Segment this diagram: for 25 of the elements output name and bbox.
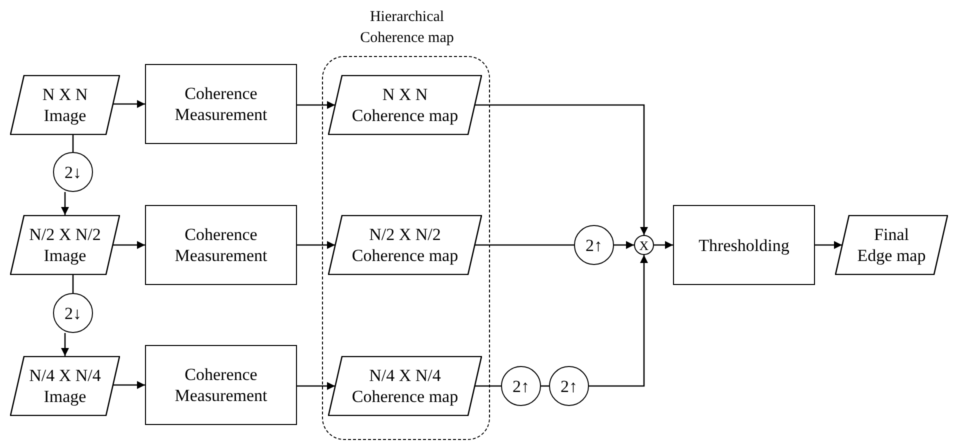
arrow xyxy=(113,100,145,108)
process-box: Coherence Measurement xyxy=(145,64,297,144)
data-parallelogram: N/4 X N/4 Image xyxy=(10,356,120,416)
arrow xyxy=(113,241,145,249)
arrow xyxy=(297,241,335,249)
data-parallelogram: N X N Image xyxy=(10,75,120,135)
data-parallelogram: Final Edge map xyxy=(835,215,948,275)
arrow xyxy=(654,241,673,249)
arrow xyxy=(815,241,842,249)
process-box: Coherence Measurement xyxy=(145,205,297,285)
arrow xyxy=(113,381,145,389)
data-parallelogram: N X N Coherence map xyxy=(328,75,482,135)
arrow xyxy=(614,241,634,249)
arrow xyxy=(297,101,335,109)
process-box: Coherence Measurement xyxy=(145,345,297,425)
arrow xyxy=(61,192,69,215)
arrow xyxy=(61,333,69,356)
arrow xyxy=(589,255,648,387)
group-heading: Hierarchical Coherence map xyxy=(359,8,455,48)
arrow xyxy=(297,382,335,390)
process-box: Thresholding xyxy=(673,205,815,285)
data-parallelogram: N/4 X N/4 Coherence map xyxy=(328,356,482,416)
arrow xyxy=(475,104,648,235)
data-parallelogram: N/2 X N/2 Image xyxy=(10,215,120,275)
data-parallelogram: N/2 X N/2 Coherence map xyxy=(328,215,482,275)
